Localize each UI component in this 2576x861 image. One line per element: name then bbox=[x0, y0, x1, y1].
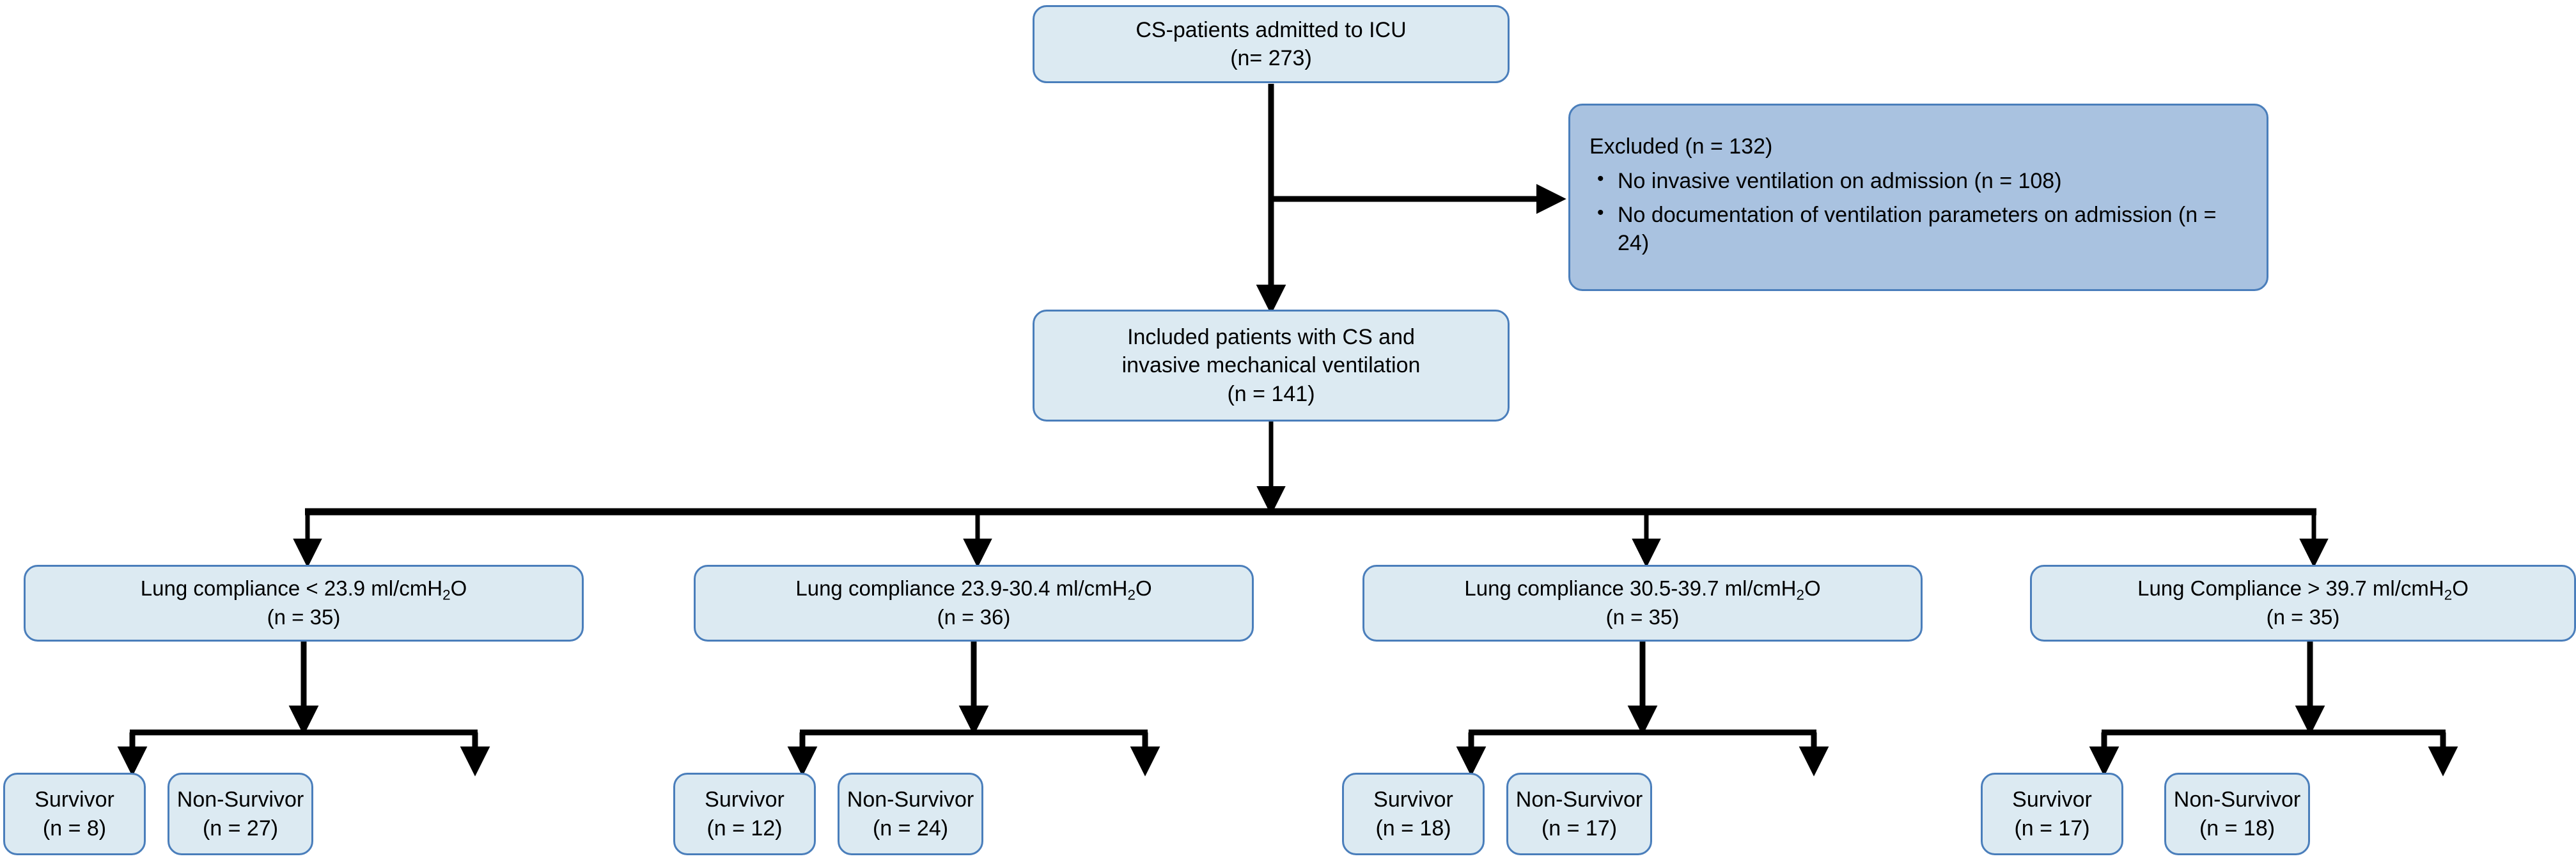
group-4-count: (n = 35) bbox=[2266, 605, 2340, 629]
group-3-label: Lung compliance 30.5-39.7 ml/cmH2O bbox=[1464, 576, 1821, 603]
group-1-nonsurvivor-count: (n = 27) bbox=[202, 816, 279, 841]
group-4-label: Lung Compliance > 39.7 ml/cmH2O bbox=[2137, 576, 2469, 603]
node-group-2-survivor[interactable]: Survivor (n = 12) bbox=[673, 773, 816, 855]
group-2-label: Lung compliance 23.9-30.4 ml/cmH2O bbox=[795, 576, 1152, 603]
group-4-nonsurvivor-count: (n = 18) bbox=[2199, 816, 2275, 841]
node-group-compliance-1[interactable]: Lung compliance < 23.9 ml/cmH2O (n = 35) bbox=[24, 565, 584, 642]
node-group-compliance-4[interactable]: Lung Compliance > 39.7 ml/cmH2O (n = 35) bbox=[2030, 565, 2576, 642]
group-3-survivor-count: (n = 18) bbox=[1375, 816, 1451, 841]
group-4-nonsurvivor-label: Non-Survivor bbox=[2173, 787, 2301, 812]
group-2-survivor-label: Survivor bbox=[705, 787, 785, 812]
excluded-reason-item: No documentation of ventilation paramete… bbox=[1597, 200, 2250, 257]
node-included-line2: invasive mechanical ventilation bbox=[1121, 353, 1421, 378]
excluded-reason-list: No invasive ventilation on admission (n … bbox=[1589, 166, 2250, 262]
group-2-nonsurvivor-count: (n = 24) bbox=[872, 816, 949, 841]
node-included-line1: Included patients with CS and bbox=[1127, 325, 1415, 350]
excluded-heading: Excluded (n = 132) bbox=[1589, 134, 1773, 159]
node-group-4-survivor[interactable]: Survivor (n = 17) bbox=[1981, 773, 2123, 855]
node-group-3-nonsurvivor[interactable]: Non-Survivor (n = 17) bbox=[1506, 773, 1652, 855]
group-1-count: (n = 35) bbox=[267, 605, 341, 629]
node-excluded[interactable]: Excluded (n = 132) No invasive ventilati… bbox=[1568, 104, 2268, 291]
excluded-reason-item: No invasive ventilation on admission (n … bbox=[1597, 166, 2250, 195]
group-4-survivor-count: (n = 17) bbox=[2014, 816, 2090, 841]
node-group-2-nonsurvivor[interactable]: Non-Survivor (n = 24) bbox=[838, 773, 983, 855]
group-1-label: Lung compliance < 23.9 ml/cmH2O bbox=[140, 576, 467, 603]
group-3-nonsurvivor-count: (n = 17) bbox=[1541, 816, 1618, 841]
node-included-count: (n = 141) bbox=[1227, 381, 1315, 406]
node-root-label: CS-patients admitted to ICU bbox=[1136, 17, 1407, 42]
node-group-1-survivor[interactable]: Survivor (n = 8) bbox=[3, 773, 146, 855]
group-2-count: (n = 36) bbox=[937, 605, 1011, 629]
group-3-count: (n = 35) bbox=[1605, 605, 1680, 629]
group-1-survivor-label: Survivor bbox=[35, 787, 114, 812]
group-2-nonsurvivor-label: Non-Survivor bbox=[847, 787, 974, 812]
node-included-patients[interactable]: Included patients with CS and invasive m… bbox=[1033, 310, 1510, 422]
node-root-cs-patients[interactable]: CS-patients admitted to ICU (n= 273) bbox=[1033, 5, 1510, 83]
group-2-survivor-count: (n = 12) bbox=[706, 816, 783, 841]
node-group-compliance-2[interactable]: Lung compliance 23.9-30.4 ml/cmH2O (n = … bbox=[694, 565, 1254, 642]
node-group-4-nonsurvivor[interactable]: Non-Survivor (n = 18) bbox=[2164, 773, 2310, 855]
group-4-survivor-label: Survivor bbox=[2012, 787, 2092, 812]
group-3-survivor-label: Survivor bbox=[1373, 787, 1453, 812]
group-1-survivor-count: (n = 8) bbox=[42, 816, 107, 841]
node-group-1-nonsurvivor[interactable]: Non-Survivor (n = 27) bbox=[168, 773, 313, 855]
node-root-count: (n= 273) bbox=[1230, 46, 1312, 70]
group-1-nonsurvivor-label: Non-Survivor bbox=[176, 787, 304, 812]
node-group-3-survivor[interactable]: Survivor (n = 18) bbox=[1342, 773, 1485, 855]
group-3-nonsurvivor-label: Non-Survivor bbox=[1515, 787, 1643, 812]
node-group-compliance-3[interactable]: Lung compliance 30.5-39.7 ml/cmH2O (n = … bbox=[1362, 565, 1923, 642]
